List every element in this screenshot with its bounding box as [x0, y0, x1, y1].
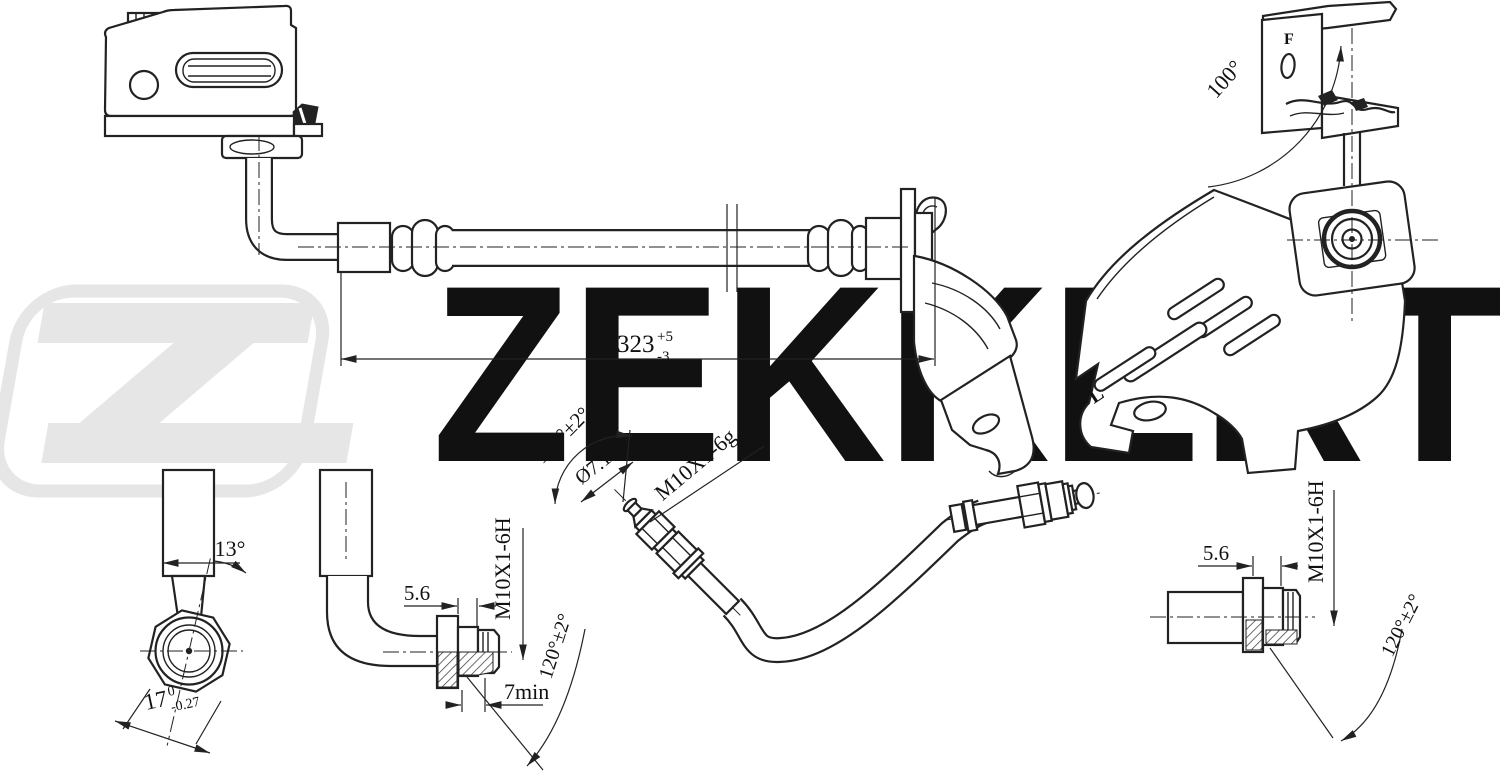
bracket-ribs [1093, 277, 1281, 392]
zekkert-logo-icon [0, 284, 354, 498]
dim-hose-length-tol-minus: -3 [657, 349, 670, 365]
banjo-end-view [147, 468, 231, 693]
dim-hose-length-value: 323 [617, 331, 655, 358]
dim-banjo-tilt: 13° [215, 536, 246, 561]
dim-banjo-hex-tol-upper: 0 [166, 684, 176, 700]
dim-elbow-offset: 5.6 [404, 581, 430, 605]
centerlines [140, 28, 1442, 746]
dim-end-offset: 5.6 [1203, 541, 1229, 565]
top-left-bracket-view [103, 4, 324, 160]
union-fitting-view [614, 480, 1102, 664]
dim-end-thread: M10X1-6H [1303, 480, 1328, 583]
dim-banjo-hex-tol-lower: -0.27 [170, 695, 202, 716]
dim-hose-length-tol-plus: +5 [657, 329, 673, 345]
hose-assembly [245, 158, 904, 281]
marking-f-text: F [1284, 31, 1294, 48]
dim-banjo-hex: 17 [142, 686, 170, 715]
dim-bracket-angle-value: 100° [1201, 55, 1248, 103]
hose-break-marks [726, 204, 738, 292]
dim-elbow-thread: M10X1-6H [490, 517, 515, 620]
dim-hose-length: 323 +5 -3 [340, 198, 936, 366]
hose-end-fitting [944, 480, 1102, 534]
dim-elbow-flare-angle: 120°±2° [535, 611, 577, 682]
dim-end-flare-angle: 120°±2° [1377, 591, 1427, 661]
middle-bracket-view [899, 187, 1035, 478]
dim-banjo: 13° 17 0 -0.27 [114, 536, 247, 754]
dim-elbow-depth: 7min [504, 679, 549, 704]
end-fitting-view [1166, 576, 1302, 654]
